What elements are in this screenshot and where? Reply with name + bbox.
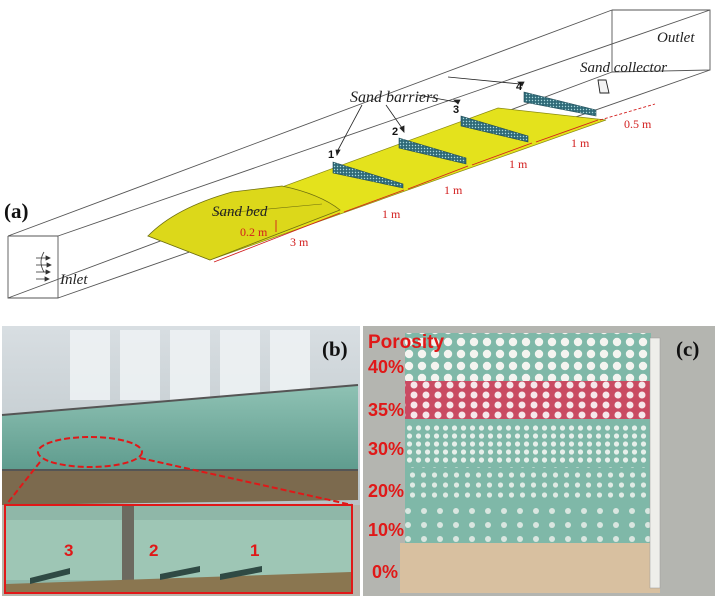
band-10 bbox=[405, 505, 651, 543]
panel-b-label: (b) bbox=[322, 337, 348, 361]
inlet-label: Inlet bbox=[59, 272, 88, 288]
porosity-level-0: 0% bbox=[372, 562, 398, 582]
band-20 bbox=[405, 467, 651, 502]
sand-collector bbox=[597, 79, 610, 94]
dim-bed-label: 3 m bbox=[290, 235, 309, 249]
sand-bed-mound bbox=[147, 185, 341, 261]
barrier-2 bbox=[398, 137, 467, 165]
panel-a-label: (a) bbox=[4, 199, 29, 223]
porosity-level-20: 20% bbox=[368, 481, 404, 501]
inlet-arrows bbox=[36, 251, 52, 282]
panel-b-photo: 3 2 1 (b) bbox=[1, 326, 360, 596]
dim-height-label: 0.2 m bbox=[240, 225, 268, 239]
band-30 bbox=[405, 423, 651, 463]
outlet-label: Outlet bbox=[657, 30, 695, 46]
porosity-level-35: 35% bbox=[368, 400, 404, 420]
panel-a-schematic: (a) Outlet Sand collector Sand barriers … bbox=[4, 9, 711, 299]
porosity-level-30: 30% bbox=[368, 439, 404, 459]
inset-number-3: 3 bbox=[64, 541, 73, 560]
barrier-number-4: 4 bbox=[516, 81, 523, 93]
inset-number-2: 2 bbox=[149, 541, 158, 560]
sand-collector-label: Sand collector bbox=[580, 60, 667, 76]
dim-gap1-label: 1 m bbox=[382, 207, 401, 221]
sand-barriers bbox=[332, 91, 597, 189]
panel-c-photo: Porosity 40% 35% 30% 20% 10% 0% (c) bbox=[363, 326, 715, 596]
tunnel-box bbox=[7, 9, 711, 299]
dim-outlet-label: 0.5 m bbox=[624, 117, 652, 131]
band-40 bbox=[405, 333, 651, 381]
sand-bed-label: Sand bed bbox=[212, 204, 268, 220]
barrier-number-1: 1 bbox=[328, 149, 334, 161]
panel-c-label: (c) bbox=[676, 337, 699, 361]
porosity-level-10: 10% bbox=[368, 520, 404, 540]
barrier-number-3: 3 bbox=[453, 104, 459, 116]
dimension-lines bbox=[213, 103, 656, 263]
barrier-1 bbox=[332, 161, 404, 189]
dim-gap3-label: 1 m bbox=[509, 157, 528, 171]
porosity-level-40: 40% bbox=[368, 357, 404, 377]
dim-gap2-label: 1 m bbox=[444, 183, 463, 197]
band-0 bbox=[400, 543, 660, 593]
barrier-3 bbox=[460, 115, 529, 143]
dim-gap4-label: 1 m bbox=[571, 136, 590, 150]
porosity-title: Porosity bbox=[368, 332, 444, 353]
barrier-leaders bbox=[335, 76, 525, 157]
barrier-4 bbox=[523, 91, 597, 117]
sand-barriers-label: Sand barriers bbox=[350, 89, 438, 106]
band-35 bbox=[405, 381, 651, 419]
barrier-number-2: 2 bbox=[392, 126, 398, 138]
inset-number-1: 1 bbox=[250, 541, 259, 560]
